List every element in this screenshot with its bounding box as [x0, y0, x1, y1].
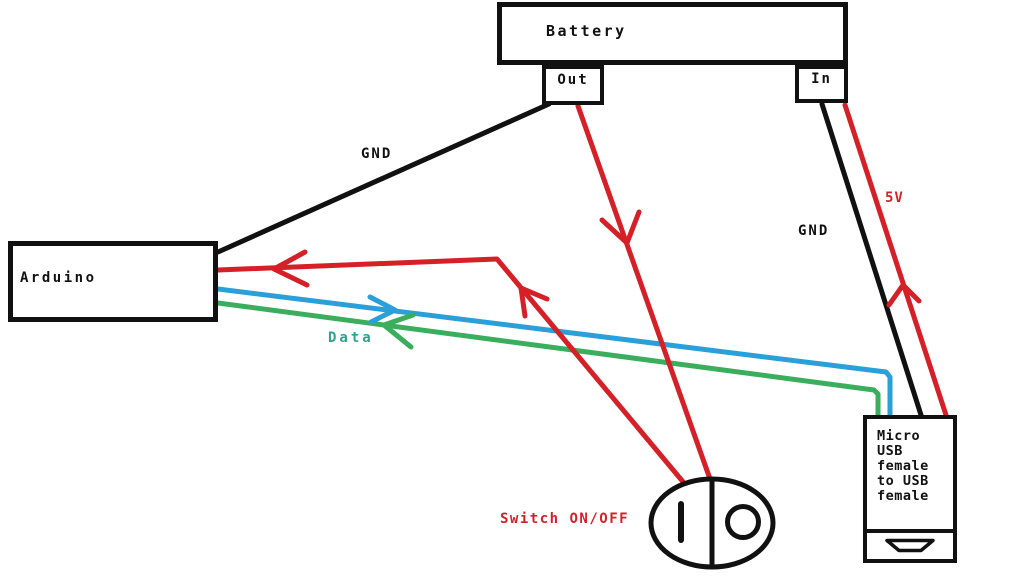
micro-usb-port-area — [867, 529, 953, 559]
battery-out-label: Out — [557, 72, 589, 88]
gnd-label-left: GND — [361, 146, 393, 162]
wire-data-blue — [215, 286, 893, 418]
wire-power-battery-to-switch — [575, 103, 713, 482]
micro-usb-box: Micro USB female to USB female — [863, 415, 957, 563]
wire-data-green — [215, 300, 881, 418]
micro-usb-connector-icon — [885, 538, 935, 553]
gnd-label-right: GND — [798, 223, 830, 239]
data-label: Data — [328, 330, 374, 346]
arduino-label: Arduino — [20, 270, 97, 286]
micro-usb-label-line: female — [877, 488, 929, 504]
arrowhead-green-left — [381, 312, 416, 350]
micro-usb-label-line: to USB — [877, 473, 929, 489]
arrowhead-blue-right — [367, 294, 398, 325]
arduino-box: Arduino — [8, 241, 218, 322]
wire-gnd-battery-usb — [819, 101, 924, 418]
battery-box: Battery — [497, 2, 848, 65]
arrowhead-red-to-arduino — [271, 249, 310, 288]
switch-off-symbol — [725, 504, 761, 540]
micro-usb-label: Micro USB female to USB female — [867, 419, 953, 529]
micro-usb-label-line: USB — [877, 443, 903, 459]
battery-in-port: In — [795, 65, 848, 103]
switch-label: Switch ON/OFF — [500, 511, 630, 527]
battery-in-label: In — [811, 71, 832, 87]
arrowhead-red-5v-up — [886, 282, 922, 308]
arrowhead-red-down-switch — [599, 209, 642, 246]
micro-usb-label-line: female — [877, 458, 929, 474]
micro-usb-label-line: Micro — [877, 428, 921, 444]
arrowhead-red-up-slope — [518, 285, 550, 319]
battery-out-port: Out — [542, 65, 604, 105]
wire-gnd-battery-arduino — [215, 101, 552, 255]
battery-label: Battery — [546, 22, 627, 40]
wire-power-switch-to-arduino — [215, 256, 687, 486]
five-v-label: 5V — [885, 190, 904, 206]
wire-5v-usb-to-battery — [842, 102, 949, 418]
